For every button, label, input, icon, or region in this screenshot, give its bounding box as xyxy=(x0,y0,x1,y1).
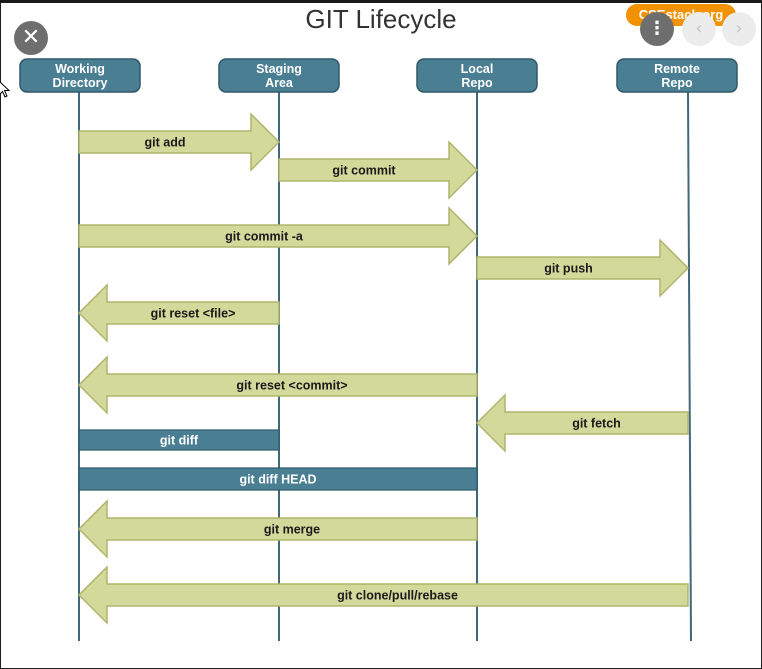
mouse-cursor-icon xyxy=(0,81,10,98)
command-label: git add xyxy=(145,136,186,150)
command-arrow xyxy=(476,238,690,298)
lane-title-line2: Repo xyxy=(461,76,493,90)
command-label: git merge xyxy=(264,523,320,537)
lane-header xyxy=(19,58,141,93)
lane-header xyxy=(416,58,538,93)
command-label: git diff HEAD xyxy=(239,473,316,487)
command-label: git diff xyxy=(160,434,199,448)
lane-title-line2: Directory xyxy=(53,76,108,90)
lane-header xyxy=(616,58,738,93)
command-label: git commit -a xyxy=(225,230,304,244)
command-label: git reset <file> xyxy=(151,307,236,321)
command-arrow xyxy=(77,565,689,625)
lane-title-line2: Area xyxy=(265,76,294,90)
lane-title-line1: Remote xyxy=(654,62,700,76)
lifeline xyxy=(687,91,692,642)
command-arrow xyxy=(475,393,689,453)
command-label: git fetch xyxy=(572,417,621,431)
command-arrow xyxy=(78,112,281,172)
lane-title-line1: Local xyxy=(461,62,494,76)
command-label: git reset <commit> xyxy=(236,379,347,393)
command-bar xyxy=(78,429,280,451)
command-label: git push xyxy=(544,262,593,276)
top-border xyxy=(0,0,762,3)
close-icon[interactable]: ✕ xyxy=(14,21,48,55)
command-arrow xyxy=(78,206,479,266)
lane-header xyxy=(218,58,340,93)
command-arrow xyxy=(77,499,478,559)
command-arrow xyxy=(77,283,280,343)
command-arrow xyxy=(278,140,479,200)
page-title: GIT Lifecycle xyxy=(305,4,457,34)
lane-title-line1: Working xyxy=(55,62,105,76)
command-bar xyxy=(78,467,478,491)
command-label: git commit xyxy=(332,164,396,178)
command-arrow xyxy=(77,355,478,415)
lane-title-line2: Repo xyxy=(661,76,693,90)
command-label: git clone/pull/rebase xyxy=(337,589,458,603)
next-icon[interactable]: › xyxy=(722,12,756,46)
lane-title-line1: Staging xyxy=(256,62,302,76)
more-options-icon[interactable]: ⋮ xyxy=(640,12,674,46)
previous-icon[interactable]: ‹ xyxy=(682,12,716,46)
